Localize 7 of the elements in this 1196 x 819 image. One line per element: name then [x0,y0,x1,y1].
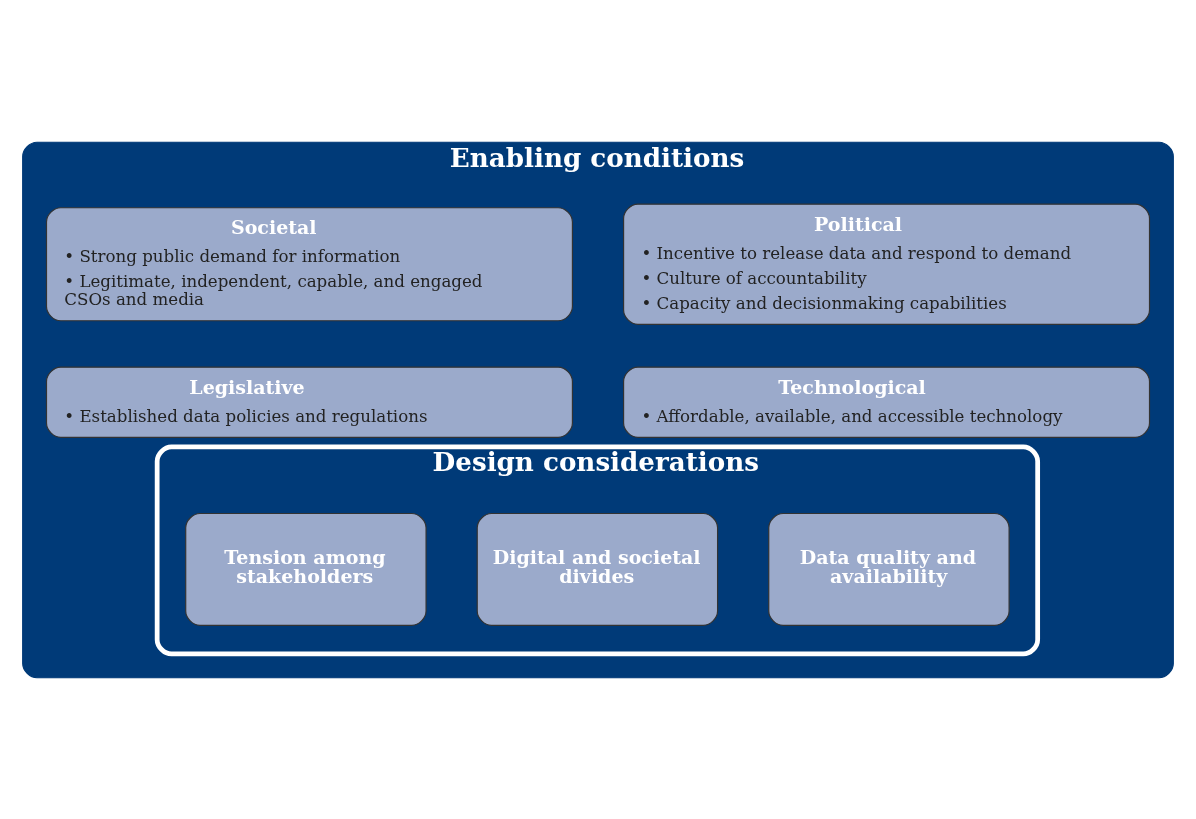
node-box: Legislative • Established data policies and regulations [45,366,573,438]
node-box: Societal • Strong public demand for information • Legitimate, independent, capable, and engaged CSOs and media [45,206,573,321]
node-box: Tension among stakeholders [185,512,427,626]
node-box: Political • Incentive to release data and respond to demand • Culture of accountability • Capacity and decisionmaking capabilities [623,203,1151,325]
node-box: Data quality and availability [768,512,1010,626]
node-box: Technological • Affordable, available, and accessible technology [623,366,1151,438]
node-box: Digital and societal divides [476,512,719,626]
